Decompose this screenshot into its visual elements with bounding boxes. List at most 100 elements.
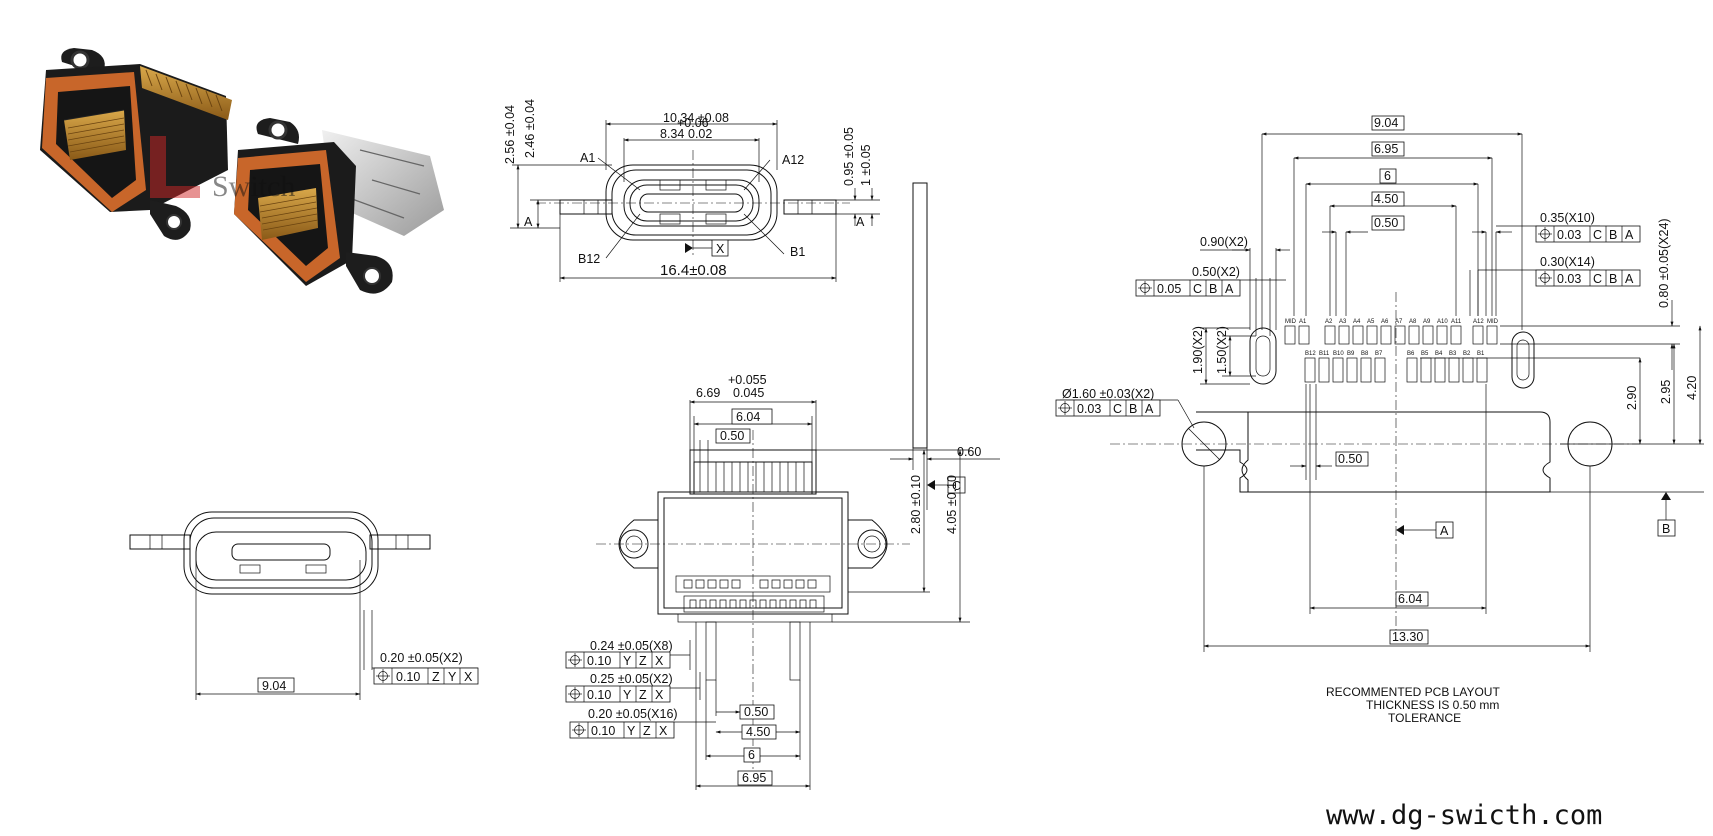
watermark-logo: Switch bbox=[150, 136, 295, 203]
pad-a bbox=[1422, 325, 1434, 345]
dim-r1: 0.95 ±0.05 bbox=[842, 127, 856, 186]
pcb-fcf-pad035-ref3: A bbox=[1625, 228, 1634, 242]
pad-b-label: B12 bbox=[1305, 351, 1316, 357]
pad-a bbox=[1394, 325, 1406, 345]
pad-a bbox=[1298, 325, 1310, 345]
pcb-dim-v080: 0.80 ±0.05(X24) bbox=[1657, 218, 1671, 308]
pad-a-label: A12 bbox=[1473, 319, 1484, 325]
top-tongue-lines bbox=[699, 462, 805, 492]
small-callout-label: 0.20 ±0.05(X2) bbox=[380, 651, 463, 665]
pcb-dim-v290: 2.90 bbox=[1625, 386, 1639, 410]
pcb-dim-6: 6 bbox=[1384, 169, 1391, 183]
pcb-fcf-hole-ref3: A bbox=[1145, 402, 1154, 416]
small-view: 9.04 0.20 ±0.05(X2) 0.10 Z Y X bbox=[129, 511, 479, 700]
pcb-fcf-hole-tol: 0.03 bbox=[1077, 402, 1101, 416]
top-callout-3: 0.20 ±0.05(X16) 0.10 Y Z X bbox=[569, 707, 716, 739]
pad-a bbox=[1380, 325, 1392, 345]
pad-b-label: B10 bbox=[1333, 351, 1344, 357]
pcb-fcf-pad030: 0.03 C B A bbox=[1535, 269, 1641, 287]
pad-b-label: B2 bbox=[1463, 351, 1471, 357]
pad-a bbox=[1284, 325, 1296, 345]
top-dim-b6: 6 bbox=[748, 748, 755, 762]
pcb-fcf-slot-ref2: B bbox=[1209, 282, 1217, 296]
pad-a-label: A8 bbox=[1409, 319, 1417, 325]
pad-a bbox=[1436, 325, 1448, 345]
pcb-fcf-hole-ref1: C bbox=[1113, 402, 1122, 416]
top-dim-tol-plus: +0.055 bbox=[728, 373, 767, 387]
small-fcf-tol: 0.10 bbox=[396, 670, 420, 684]
dim-thickness: 0.60 bbox=[957, 445, 981, 459]
pcb-dim-b1330: 13.30 bbox=[1392, 630, 1423, 644]
pad-a-label: MID bbox=[1285, 319, 1297, 325]
top-callout-3-ref3: X bbox=[659, 724, 668, 738]
pcb-fcf-pad030-ref1: C bbox=[1593, 272, 1602, 286]
top-callout-1-ref1: Y bbox=[623, 654, 632, 668]
dim-inner: 8.34 bbox=[660, 127, 684, 141]
pad-a-label: MID bbox=[1487, 319, 1499, 325]
pad-b bbox=[1318, 357, 1330, 383]
top-callout-2-ref3: X bbox=[655, 688, 664, 702]
pad-b bbox=[1304, 357, 1316, 383]
product-photo: Switch bbox=[40, 48, 444, 294]
left-contacts bbox=[63, 109, 126, 160]
pad-a bbox=[1486, 325, 1498, 345]
pad-a-label: A11 bbox=[1451, 319, 1462, 325]
datum-a-right: A bbox=[856, 215, 865, 229]
pad-b-label: B6 bbox=[1407, 351, 1415, 357]
small-dim-width: 9.04 bbox=[262, 679, 286, 693]
pad-a bbox=[1472, 325, 1484, 345]
top-callout-2-ref1: Y bbox=[623, 688, 632, 702]
pad-b-label: B7 bbox=[1375, 351, 1383, 357]
top-dim-604: 6.04 bbox=[736, 410, 760, 424]
pcb-dim-pad035: 0.35(X10) bbox=[1540, 211, 1595, 225]
dim-r2: 1 ±0.05 bbox=[859, 144, 873, 186]
top-callout-3-ref1: Y bbox=[627, 724, 636, 738]
small-fcf-ref-1: Z bbox=[432, 670, 440, 684]
top-callout-1: 0.24 ±0.05(X8) 0.10 Y Z X bbox=[565, 639, 691, 670]
top-dim-050: 0.50 bbox=[720, 429, 744, 443]
top-contact-row-2 bbox=[689, 599, 817, 609]
pcb-dim-slot090: 0.90(X2) bbox=[1200, 235, 1248, 249]
top-dim-b050: 0.50 bbox=[744, 705, 768, 719]
label-b12: B12 bbox=[578, 252, 600, 266]
pad-a-label: A4 bbox=[1353, 319, 1361, 325]
pcb-fcf-pad035-tol: 0.03 bbox=[1557, 228, 1581, 242]
pcb-dim-g050: 0.50 bbox=[1338, 452, 1362, 466]
pcb-fcf-pad030-ref3: A bbox=[1625, 272, 1634, 286]
pcb-fcf-pad035: 0.03 C B A bbox=[1535, 225, 1641, 243]
pad-b bbox=[1332, 357, 1344, 383]
note-line-3: TOLERANCE bbox=[1388, 711, 1461, 725]
pcb-datum-b: B bbox=[1662, 522, 1670, 536]
datum-a-left: A bbox=[524, 215, 533, 229]
pcb-datum-a: A bbox=[1440, 524, 1449, 538]
top-callout-3-tol: 0.10 bbox=[591, 724, 615, 738]
small-fcf-ref-2: Y bbox=[448, 670, 457, 684]
pad-a-label: A10 bbox=[1437, 319, 1448, 325]
top-dim-b695: 6.95 bbox=[742, 771, 766, 785]
datum-c: C bbox=[952, 479, 961, 493]
top-callout-1-ref2: Z bbox=[639, 654, 647, 668]
pad-a bbox=[1324, 325, 1336, 345]
pad-b bbox=[1374, 357, 1386, 383]
note-line-1: RECOMMENTED PCB LAYOUT bbox=[1326, 685, 1500, 699]
small-fcf-ref-3: X bbox=[464, 670, 473, 684]
pad-a-label: A7 bbox=[1395, 319, 1403, 325]
pcb-fcf-slot-ref1: C bbox=[1193, 282, 1202, 296]
pcb-dim-904: 9.04 bbox=[1374, 116, 1398, 130]
pcb-dim-v295: 2.95 bbox=[1659, 380, 1673, 404]
pad-a bbox=[1450, 325, 1462, 345]
label-b1: B1 bbox=[790, 245, 805, 259]
top-dim-b450: 4.50 bbox=[746, 725, 770, 739]
top-callout-2: 0.25 ±0.05(X2) 0.10 Y Z X bbox=[565, 672, 701, 703]
side-view: 0.60 C bbox=[890, 182, 1000, 510]
dim-h2: 2.46 ±0.04 bbox=[523, 99, 537, 158]
pcb-dim-v420: 4.20 bbox=[1685, 376, 1699, 400]
pcb-fcf-pad030-ref2: B bbox=[1609, 272, 1617, 286]
pad-b-label: B4 bbox=[1435, 351, 1443, 357]
label-a1: A1 bbox=[580, 151, 595, 165]
pad-a-label: A5 bbox=[1367, 319, 1375, 325]
pcb-dim-050: 0.50 bbox=[1374, 216, 1398, 230]
